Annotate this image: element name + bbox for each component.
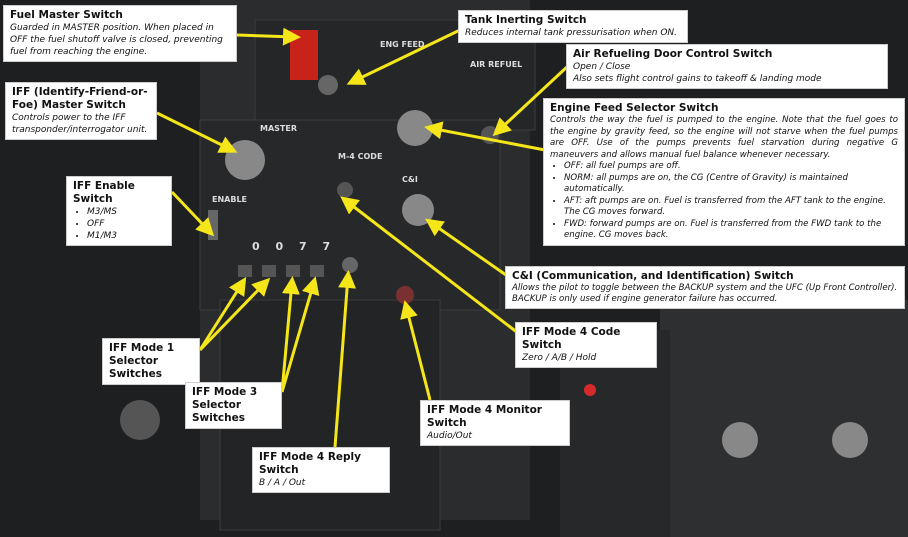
desc: Reduces internal tank pressurisation whe… [465,28,677,38]
title: IFF (Identify-Friend-or-Foe) Master Swit… [12,86,148,111]
callout-iff-master: IFF (Identify-Friend-or-Foe) Master Swit… [5,82,157,140]
callout-ci: C&I (Communication, and Identification) … [505,266,905,309]
iff-master-knob [225,140,265,180]
title: C&I (Communication, and Identification) … [512,270,794,282]
master-label: MASTER [260,124,297,133]
item: M1/M3 [87,230,165,242]
item: NORM: all pumps are on, the CG (Centre o… [564,173,898,196]
desc: Controls the way the fuel is pumped to t… [550,115,898,160]
title: Engine Feed Selector Switch [550,102,719,114]
title: IFF Mode 4 Code Switch [522,326,621,351]
tank-inerting-toggle [318,75,338,95]
desc: Allows the pilot to toggle between the B… [512,283,898,304]
callout-mode4-reply: IFF Mode 4 Reply Switch B / A / Out [252,447,390,493]
title: IFF Mode 3 Selector Switches [192,386,258,424]
title: IFF Mode 4 Monitor Switch [427,404,542,429]
desc: Audio/Out [427,431,472,441]
title: Fuel Master Switch [10,9,123,21]
callout-mode3: IFF Mode 3 Selector Switches [185,382,282,429]
item: OFF [87,218,165,230]
desc: Controls power to the IFF transponder/in… [12,113,148,135]
title: Air Refueling Door Control Switch [573,48,773,60]
desc2: Also sets flight control gains to takeof… [573,74,822,84]
title: Tank Inerting Switch [465,14,587,26]
ci-label: C&I [402,175,418,184]
desc: Zero / A/B / Hold [522,353,597,363]
callout-mode1: IFF Mode 1 Selector Switches [102,338,200,385]
engine-feed-knob [397,110,433,146]
callout-iff-enable: IFF Enable Switch M3/MSOFFM1/M3 [66,176,172,246]
desc: Guarded in MASTER position. When placed … [10,23,223,57]
title: IFF Enable Switch [73,180,135,205]
title: IFF Mode 4 Reply Switch [259,451,361,476]
item: OFF: all fuel pumps are off. [564,161,898,173]
desc: Open / Close [573,62,631,72]
eng-feed-label: ENG FEED [380,40,425,49]
air-refuel-label: AIR REFUEL [470,60,523,69]
mode-digits: 0 0 7 7 [252,240,337,253]
item: M3/MS [87,206,165,218]
m4-code-label: M-4 CODE [338,152,383,161]
item: FWD: forward pumps are on. Fuel is trans… [564,219,898,242]
title: IFF Mode 1 Selector Switches [109,342,175,380]
ci-knob [402,194,434,226]
item: AFT: aft pumps are on. Fuel is transferr… [564,196,898,219]
enable-label: ENABLE [212,195,248,204]
fuel-master-guard[interactable] [290,30,318,80]
desc: B / A / Out [259,478,306,488]
